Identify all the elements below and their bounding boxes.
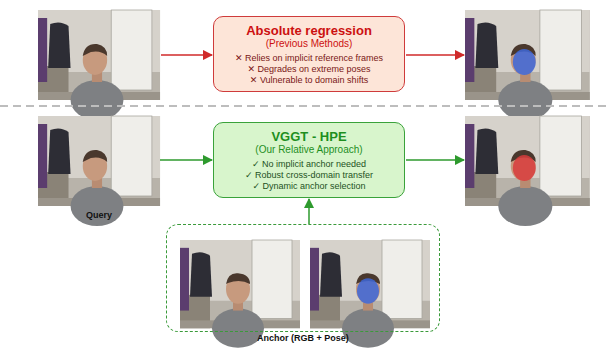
bullet-item: ✓ Dynamic anchor selection bbox=[252, 181, 365, 192]
flow-arrow bbox=[308, 199, 310, 224]
bullet-item: ✓ Robust cross-domain transfer bbox=[245, 170, 373, 181]
separator bbox=[0, 105, 608, 107]
bullet-item: ✕ Degrades on extreme poses bbox=[247, 64, 370, 75]
caption-label: Anchor (RGB + Pose) bbox=[127, 333, 479, 343]
arrow bbox=[406, 54, 464, 56]
bullet-item: ✕ Relies on implicit reference frames bbox=[235, 53, 383, 64]
box-subtitle: (Previous Methods) bbox=[266, 38, 353, 50]
arrow bbox=[161, 54, 212, 56]
photo bbox=[38, 10, 160, 120]
bullet-item: ✕ Vulnerable to domain shifts bbox=[250, 75, 368, 86]
bullet-item: ✓ No implicit anchor needed bbox=[252, 159, 366, 170]
box-title: VGGT - HPE bbox=[271, 129, 346, 145]
method-box: Absolute regression(Previous Methods) ✕ R… bbox=[213, 16, 405, 92]
arrow bbox=[406, 159, 464, 161]
photo bbox=[465, 116, 590, 226]
anchor-group: Anchor (RGB + Pose) bbox=[166, 224, 440, 332]
photo bbox=[465, 10, 590, 120]
query-photo: Query bbox=[38, 116, 160, 206]
method-box: VGGT - HPE(Our Relative Approach) ✓ No im… bbox=[213, 122, 405, 198]
box-subtitle: (Our Relative Approach) bbox=[255, 144, 362, 156]
flow-arrow bbox=[160, 159, 212, 161]
box-title: Absolute regression bbox=[246, 23, 372, 39]
caption-label: Query bbox=[0, 210, 200, 220]
photo bbox=[38, 116, 160, 226]
